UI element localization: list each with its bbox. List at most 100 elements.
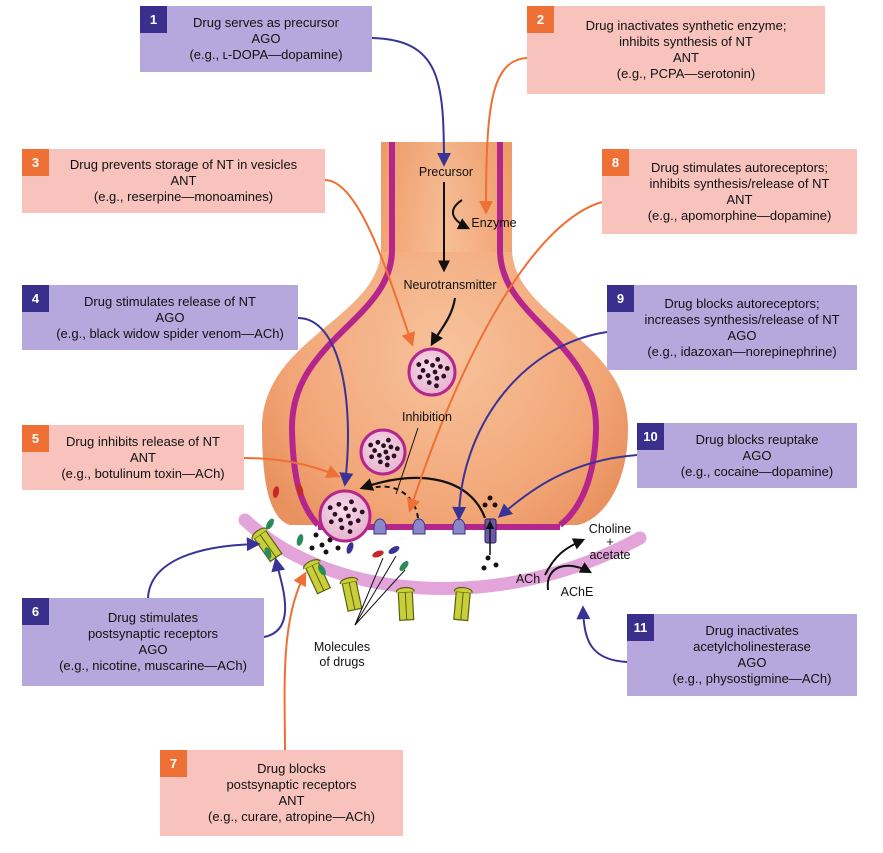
box-number: 4 bbox=[22, 285, 49, 312]
box-line: Drug inactivates bbox=[705, 623, 799, 638]
label-neurotransmitter: Neurotransmitter bbox=[403, 278, 497, 292]
box-line: AGO bbox=[742, 447, 772, 463]
arrow-3 bbox=[324, 179, 415, 347]
drug-molecule bbox=[296, 484, 304, 496]
arrow-6a bbox=[147, 537, 261, 599]
vesicles bbox=[318, 347, 457, 543]
box-line: Drug blocks reuptake bbox=[695, 431, 819, 447]
box-number: 3 bbox=[22, 149, 49, 176]
box-line: (e.g., PCPA—serotonin) bbox=[616, 66, 756, 81]
neurotransmitter-molecule bbox=[335, 545, 341, 551]
box-line: AGO bbox=[727, 327, 757, 343]
molecules-pointer bbox=[354, 555, 406, 626]
box-2-inactivates-enzyme: 2 Drug inactivates synthetic enzyme; inh… bbox=[527, 6, 825, 94]
vesicle bbox=[407, 347, 457, 397]
label-precursor: Precursor bbox=[418, 165, 474, 179]
arrow-4 bbox=[297, 317, 354, 487]
box-line: Drug serves as precursor bbox=[193, 15, 339, 30]
postsynaptic-receptor bbox=[251, 527, 283, 563]
vesicle bbox=[318, 489, 372, 543]
box-line: Drug inhibits release of NT bbox=[66, 433, 220, 449]
drug-molecule bbox=[346, 542, 354, 554]
box-line: (e.g., curare, atropine—ACh) bbox=[208, 809, 375, 824]
arrow-7 bbox=[283, 571, 307, 751]
neurotransmitter-molecule bbox=[487, 495, 493, 501]
drug-molecule bbox=[264, 547, 272, 559]
box-line: (e.g., reserpine—monoamines) bbox=[93, 189, 274, 204]
drug-molecule bbox=[266, 518, 274, 530]
box-line: (e.g., cocaine—dopamine) bbox=[680, 463, 834, 479]
drug-molecule bbox=[399, 561, 409, 571]
synthesis-pathway bbox=[430, 182, 471, 347]
box-number: 5 bbox=[22, 425, 49, 452]
box-line: (e.g., nicotine, muscarine—ACh) bbox=[59, 658, 247, 673]
label-choline-text: Choline bbox=[588, 522, 632, 536]
box-line: (e.g., botulinum toxin—ACh) bbox=[61, 465, 225, 481]
neurotransmitter-molecule bbox=[493, 562, 499, 568]
drug-molecule bbox=[388, 546, 400, 554]
box-line: postsynaptic receptors bbox=[87, 626, 219, 641]
box-6-stimulates-postsynaptic: 6 Drug stimulates postsynaptic receptors… bbox=[22, 598, 264, 686]
box-line: Drug stimulates bbox=[107, 610, 199, 625]
neurotransmitter-molecule bbox=[481, 565, 487, 571]
drug-molecule bbox=[296, 534, 304, 546]
neurotransmitter-molecule bbox=[313, 532, 319, 538]
label-ache: AChE bbox=[560, 585, 594, 599]
inhibition-pathway bbox=[359, 427, 487, 519]
box-line: AGO bbox=[251, 31, 281, 46]
neurotransmitter-molecule bbox=[323, 549, 329, 555]
arrow-8 bbox=[406, 201, 603, 513]
box-number: 6 bbox=[22, 598, 49, 625]
arrow-6b bbox=[263, 557, 287, 638]
box-line: inhibits synthesis/release of NT bbox=[649, 175, 830, 191]
box-number: 9 bbox=[607, 285, 634, 312]
arrow-5 bbox=[243, 457, 341, 479]
box-line: ANT bbox=[673, 50, 699, 65]
box-number: 10 bbox=[637, 423, 664, 450]
label-molecules-of-drugs: Molecules of drugs bbox=[306, 640, 378, 670]
vesicle bbox=[359, 428, 407, 476]
autoreceptor bbox=[373, 518, 387, 535]
neurotransmitter-molecule bbox=[482, 502, 488, 508]
arrow-2 bbox=[479, 57, 528, 215]
box-3-prevents-storage: 3 Drug prevents storage of NT in vesicle… bbox=[22, 149, 325, 213]
box-5-inhibits-release: 5 Drug inhibits release of NT ANT (e.g.,… bbox=[22, 425, 244, 490]
neurotransmitter-molecule bbox=[327, 537, 333, 543]
connector-arrows bbox=[147, 37, 638, 751]
box-number: 11 bbox=[627, 614, 654, 641]
box-line: Drug stimulates autoreceptors; bbox=[650, 159, 829, 175]
autoreceptor bbox=[412, 518, 426, 535]
box-line: AGO bbox=[155, 309, 185, 325]
box-8-stimulates-autoreceptors: 8 Drug stimulates autoreceptors; inhibit… bbox=[602, 149, 857, 234]
postsynaptic-receptor bbox=[453, 586, 473, 622]
label-plus: + bbox=[606, 535, 614, 549]
label-inhibition: Inhibition bbox=[401, 410, 453, 424]
label-molecules-line1: Molecules bbox=[313, 640, 371, 654]
box-7-blocks-postsynaptic: 7 Drug blocks postsynaptic receptors ANT… bbox=[160, 750, 403, 836]
box-line: (e.g., physostigmine—ACh) bbox=[672, 671, 832, 686]
box-line: ANT bbox=[170, 173, 197, 188]
arrow-1 bbox=[371, 37, 451, 167]
box-line: (e.g., apomorphine—dopamine) bbox=[647, 207, 832, 223]
label-molecules-line2: of drugs bbox=[319, 655, 365, 669]
label-choline: Choline + acetate bbox=[578, 522, 642, 563]
box-line: Drug stimulates release of NT bbox=[84, 293, 256, 309]
neurotransmitter-molecule bbox=[492, 502, 498, 508]
box-4-stimulates-release: 4 Drug stimulates release of NT AGO (e.g… bbox=[22, 285, 298, 350]
box-line: (e.g., black widow spider venom—ACh) bbox=[56, 325, 284, 341]
autoreceptor bbox=[452, 518, 466, 535]
box-number: 7 bbox=[160, 750, 187, 777]
drug-molecule bbox=[372, 550, 384, 558]
box-line: ANT bbox=[278, 793, 305, 808]
box-line: (e.g., idazoxan—norepinephrine) bbox=[647, 343, 837, 359]
box-number: 8 bbox=[602, 149, 629, 176]
box-11-inactivates-ache: 11 Drug inactivates acetylcholinesterase… bbox=[627, 614, 857, 696]
box-number: 2 bbox=[527, 6, 554, 33]
box-10-blocks-reuptake: 10 Drug blocks reuptake AGO (e.g., cocai… bbox=[637, 423, 857, 488]
label-enzyme: Enzyme bbox=[471, 216, 517, 230]
arrow-10 bbox=[497, 454, 638, 518]
postsynaptic-receptors bbox=[251, 527, 473, 622]
drug-molecules bbox=[264, 484, 499, 576]
neurotransmitter-molecule bbox=[319, 542, 325, 548]
